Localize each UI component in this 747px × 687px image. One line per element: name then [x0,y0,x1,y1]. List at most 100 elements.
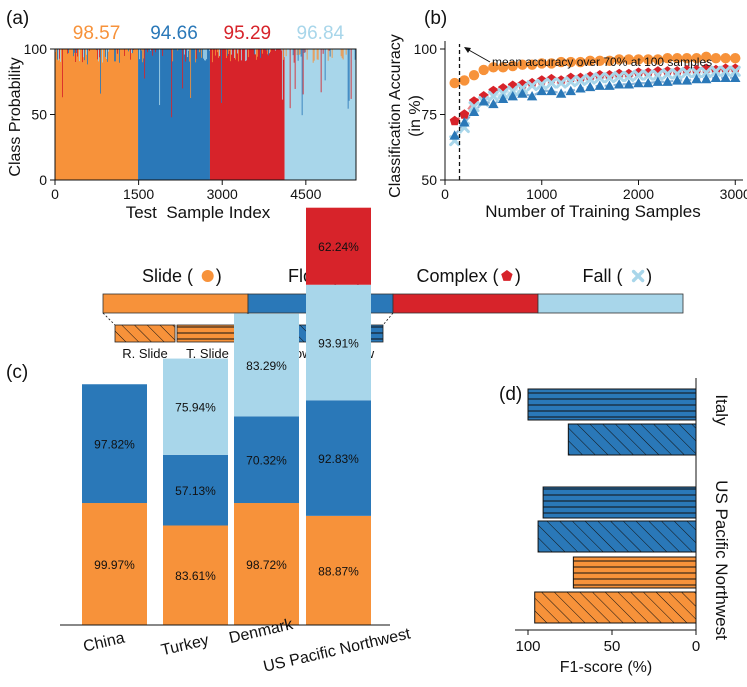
panel-d-xlabel: F1-score (%) [560,659,652,676]
panel-a-xtick-label: 3000 [207,186,238,202]
point-slide [517,59,528,70]
point-flow [623,79,635,89]
point-slide [681,52,693,64]
point-flow [642,77,654,88]
point-fall [468,101,480,113]
point-fall [594,72,606,84]
point-fall-stroke-b [642,69,654,81]
point-fall-stroke-b [526,80,538,92]
point-flow [526,90,538,101]
point-slide [497,62,509,73]
point-fall [507,85,519,97]
panel-b-xtick-label: 1000 [526,186,557,202]
panel-c-category-label: Turkey [160,632,211,659]
panel-b-label: (b) [424,8,447,29]
point-fall [642,69,654,81]
panel-a-ytick-label: 100 [24,41,48,57]
point-fall-stroke-b [545,77,557,89]
point-slide [613,54,625,65]
panel-a-ylabel: Class Probability [7,57,24,176]
segment-flow [138,49,210,180]
point-fall-stroke-b [729,65,741,77]
point-flow [449,130,460,140]
point-fall [700,67,712,79]
point-fall [662,68,674,80]
panel-b-plot [449,44,741,180]
point-slide [652,54,664,65]
f1-bar-hatch [568,424,696,455]
point-flow [720,72,731,82]
segment-value-label: 88.87% [318,564,359,578]
stacked-segment-slide [163,525,228,625]
point-fall [516,82,528,94]
point-slide [507,60,518,72]
stacked-segment-fall [163,358,228,455]
point-slide [710,52,722,64]
panel-d-xtick-label: 0 [692,638,700,655]
point-flow [459,117,470,127]
point-fall-stroke-b [710,65,722,77]
panel-b-ylabel-line1: Classification Accuracy [387,34,404,198]
panel-c-plot: 99.97%97.82%83.61%57.13%75.94%98.72%70.3… [60,207,413,676]
stacked-segment-flow [306,400,371,516]
point-slide [633,54,644,65]
point-fall-stroke-b [671,68,683,80]
segment-value-label: 62.24% [318,240,359,254]
panel-c-category-label: China [82,630,127,656]
point-fall [555,77,567,89]
legend-label-complex: Complex ( [416,266,498,286]
panel-d-group-label: US Pacific Northwest [712,480,731,640]
legend-marker-complex [501,270,513,281]
point-flow [468,106,480,117]
accuracy-label-complex: 95.29 [224,23,272,44]
subclass-label-r-slide: R. Slide [122,346,168,361]
point-fall [681,67,693,79]
segment-fall [284,49,356,180]
point-slide [468,70,480,81]
panel-b-ytick-label: 100 [414,41,438,57]
trend-line-fall [453,70,736,142]
point-slide [662,52,673,64]
point-fall-stroke-b [662,68,674,80]
point-slide [604,55,615,66]
point-flow [488,98,499,109]
point-slide [478,64,489,76]
point-slide [642,54,654,65]
segment-value-label: 97.82% [94,438,135,452]
segment-value-label: 57.13% [175,484,216,498]
point-slide [584,55,596,66]
point-fall-stroke-b [487,90,499,102]
point-fall [652,69,664,81]
point-flow [710,72,722,82]
panel-a-ytick-label: 50 [31,107,47,123]
legend-label-fall: Fall ( [583,266,623,286]
stacked-segment-slide [234,503,299,625]
point-flow [507,90,518,101]
panel-b-xtick-label: 3000 [720,186,747,202]
point-fall-stroke-b [574,74,586,86]
panel-a-ytick-label: 0 [39,172,47,188]
legend-close-paren-complex: ) [515,266,521,286]
segment-value-label: 93.91% [318,337,359,351]
point-flow [633,77,644,88]
point-fall [720,65,732,77]
panel-d-xtick-label: 50 [604,638,621,655]
point-flow [594,80,606,90]
point-fall [691,67,703,79]
subclass-connector [382,312,394,326]
point-fall-stroke-b [594,72,606,84]
point-flow [555,88,567,98]
panel-b-ylabel-line2: (in %) [407,95,424,137]
f1-bar-hatch [573,557,696,588]
point-slide [555,56,567,68]
point-slide [546,58,557,69]
point-fall [584,73,596,85]
point-fall [633,69,645,81]
point-fall-stroke-b [555,77,567,89]
point-fall-stroke-b [681,67,693,79]
stacked-segment-complex [306,207,371,285]
panel-d-label: (d) [499,384,522,405]
point-flow [652,76,664,86]
